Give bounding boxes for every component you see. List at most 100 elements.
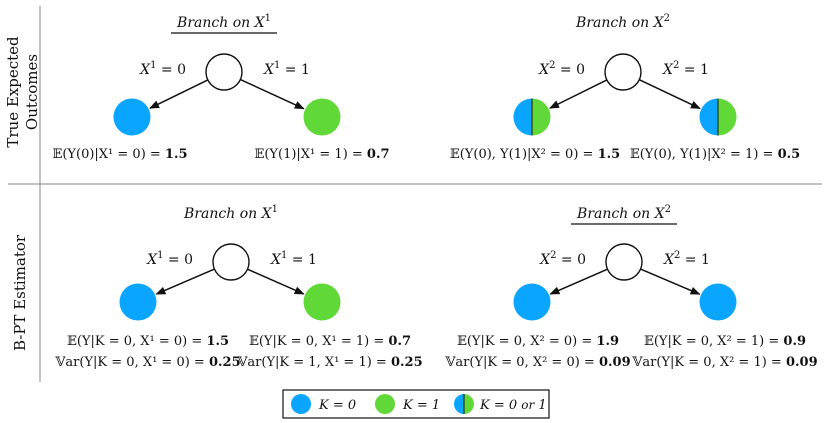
r2-t2-edge-right-label-sup: 2 bbox=[674, 250, 680, 261]
r2-t1-left-value-line: 𝔼(Y|K = 0, X¹ = 0) = 1.5 bbox=[67, 334, 229, 349]
r1-t2-edge-left-label-sup: 2 bbox=[549, 60, 555, 71]
r2-t2-edge-right-label-rest: = 1 bbox=[680, 252, 710, 268]
r1-t1-edge-right-label-rest: = 1 bbox=[280, 62, 310, 78]
r1-t2-leaf-left bbox=[513, 98, 551, 136]
r2-t2-left-value-line-expr: 𝔼(Y|K = 0, X² = 0) = bbox=[457, 334, 596, 349]
r2-t2-root-node bbox=[605, 243, 643, 281]
r1-t2-left-value-line: 𝔼(Y(0), Y(1)|X² = 0) = 1.5 bbox=[450, 147, 620, 162]
r1-t2-edge-left-label: X2 = 0 bbox=[538, 60, 585, 78]
r1-t2-leaf-left-left-half bbox=[513, 98, 532, 136]
r2-t1-edge-right bbox=[247, 268, 305, 295]
r2-t1-edge-left-label-sup: 1 bbox=[157, 250, 163, 261]
r2-t1-right-value-line-value: 0.7 bbox=[388, 334, 411, 349]
r1-t1-right-value-line-value: 0.7 bbox=[367, 147, 390, 162]
r1-t2-edge-right-label-var: X bbox=[662, 62, 674, 78]
r2-t2-edge-right-label: X2 = 1 bbox=[663, 250, 710, 268]
r2-t2-edge-left-label-rest: = 0 bbox=[556, 252, 586, 268]
r2-t1-right-var-line-expr: 𝕍ar(Y|K = 1, X¹ = 1) = bbox=[236, 355, 391, 370]
r2-t2-title-text: Branch on X bbox=[576, 206, 666, 222]
r2-t2-edge-right-label-var: X bbox=[663, 252, 675, 268]
r1-t2-leaf-right bbox=[699, 98, 737, 136]
r1-t2-edge-right-label-sup: 2 bbox=[673, 60, 679, 71]
r1-t1-edge-left-label-rest: = 0 bbox=[156, 62, 186, 78]
row-label-line2: Outcomes bbox=[23, 54, 41, 130]
r1-t1-leaf-left bbox=[113, 98, 151, 136]
r1-t2-edge-left bbox=[549, 79, 608, 109]
r2-t1-edge-left-label: X1 = 0 bbox=[146, 250, 193, 268]
r2-t1-edge-right-label-var: X bbox=[270, 252, 282, 268]
r1-t2-title-text: Branch on X bbox=[575, 15, 665, 31]
r2-t1-left-var-line: 𝕍ar(Y|K = 0, X¹ = 0) = 0.25 bbox=[54, 355, 240, 370]
r2-t1-left-value-line-expr: 𝔼(Y|K = 0, X¹ = 0) = bbox=[67, 334, 206, 349]
legend-label-k1: K = 1 bbox=[402, 398, 440, 413]
r2-t1-edge-right-label: X1 = 1 bbox=[270, 250, 317, 268]
r1-t1-title: Branch on X1 bbox=[176, 13, 271, 31]
r1-t1-right-value-line: 𝔼(Y(1)|X¹ = 1) = 0.7 bbox=[254, 147, 389, 162]
legend-label-k0: K = 0 bbox=[318, 398, 356, 413]
r2-t1-left-var-line-expr: 𝕍ar(Y|K = 0, X¹ = 0) = bbox=[54, 355, 209, 370]
r1-t2-left-value-line-expr: 𝔼(Y(0), Y(1)|X² = 0) = bbox=[450, 147, 598, 162]
r2-t2-edge-left-label: X2 = 0 bbox=[539, 250, 586, 268]
r1-t2-edge-left-label-rest: = 0 bbox=[555, 62, 585, 78]
r1-t2-leaf-right-right-half bbox=[718, 98, 737, 136]
r1-t1-leaf-right bbox=[303, 98, 341, 136]
r1-t2-edge-right-label-rest: = 1 bbox=[679, 62, 709, 78]
r2-t1-title: Branch on X1 bbox=[183, 204, 278, 222]
r1-t2-right-value-line-value: 0.5 bbox=[778, 147, 801, 162]
legend-swatch-k1 bbox=[375, 394, 395, 414]
r2-t2-left-var-line-expr: 𝕍ar(Y|K = 0, X² = 0) = bbox=[444, 355, 599, 370]
r2-t2-right-value-line-value: 0.9 bbox=[783, 334, 806, 349]
legend-swatch-k0 bbox=[291, 394, 311, 414]
r2-t2-leaf-left bbox=[513, 283, 551, 321]
r1-t1-root-node bbox=[205, 53, 243, 91]
r2-t2-edge-left-label-sup: 2 bbox=[550, 250, 556, 261]
legend-label-both-or: or bbox=[521, 398, 535, 412]
r1-t2-left-value-line-value: 1.5 bbox=[598, 147, 621, 162]
legend-box bbox=[282, 389, 550, 419]
r2-t2-edge-right bbox=[640, 268, 701, 295]
r2-t1-edge-right-label-sup: 1 bbox=[281, 250, 287, 261]
r2-t1-left-var-line-value: 0.25 bbox=[209, 355, 241, 370]
r1-t1-edge-right bbox=[240, 78, 305, 110]
r2-t2-left-value-line: 𝔼(Y|K = 0, X² = 0) = 1.9 bbox=[457, 334, 619, 349]
r1-t2-edge-right bbox=[638, 79, 701, 110]
r1-t2-title: Branch on X2 bbox=[575, 13, 670, 31]
r1-t2-edge-left-label-var: X bbox=[538, 62, 550, 78]
r2-t2-left-var-line-value: 0.09 bbox=[599, 355, 631, 370]
r2-t1-right-var-line: 𝕍ar(Y|K = 1, X¹ = 1) = 0.25 bbox=[236, 355, 422, 370]
legend-label-both-tail: 1 bbox=[534, 398, 546, 413]
legend-swatch-both-left bbox=[454, 394, 464, 414]
r1-t1-left-value-line: 𝔼(Y(0)|X¹ = 0) = 1.5 bbox=[52, 147, 187, 162]
r1-t1-edge-left bbox=[149, 79, 209, 109]
r2-t2-edge-left-label-var: X bbox=[539, 252, 551, 268]
r2-t1-edge-left-label-rest: = 0 bbox=[163, 252, 193, 268]
r2-t1-edge-right-label-rest: = 1 bbox=[287, 252, 317, 268]
r2-t2-title: Branch on X2 bbox=[576, 204, 671, 222]
r1-t1-edge-left-label: X1 = 0 bbox=[139, 60, 186, 78]
r2-t1-title-text: Branch on X bbox=[183, 206, 273, 222]
r2-t1-title-sup: 1 bbox=[272, 204, 278, 215]
r1-t2-edge-right-label: X2 = 1 bbox=[662, 60, 709, 78]
r2-t1-leaf-left bbox=[119, 283, 157, 321]
r1-t1-left-value-line-expr: 𝔼(Y(0)|X¹ = 0) = bbox=[52, 147, 164, 162]
r2-t2-left-var-line: 𝕍ar(Y|K = 0, X² = 0) = 0.09 bbox=[444, 355, 630, 370]
r2-t1-right-value-line-expr: 𝔼(Y|K = 0, X¹ = 1) = bbox=[249, 334, 388, 349]
r1-t1-left-value-line-value: 1.5 bbox=[165, 147, 188, 162]
r1-t1-edge-right-label-sup: 1 bbox=[274, 60, 280, 71]
row-label-2: B-PT Estimator bbox=[11, 234, 29, 351]
r1-t2-right-value-line: 𝔼(Y(0), Y(1)|X² = 1) = 0.5 bbox=[630, 147, 800, 162]
legend-label-both-main: K = 0 bbox=[479, 398, 521, 413]
legend-swatch-both bbox=[454, 394, 474, 414]
legend-label-both: K = 0 or 1 bbox=[479, 398, 547, 413]
r2-t2-left-value-line-value: 1.9 bbox=[596, 334, 619, 349]
r1-t1-edge-right-label: X1 = 1 bbox=[263, 60, 310, 78]
r2-t1-right-value-line: 𝔼(Y|K = 0, X¹ = 1) = 0.7 bbox=[249, 334, 411, 349]
r1-t1-title-sup: 1 bbox=[265, 13, 271, 24]
r2-t1-right-var-line-value: 0.25 bbox=[391, 355, 423, 370]
r2-t2-right-value-line: 𝔼(Y|K = 0, X² = 1) = 0.9 bbox=[644, 334, 806, 349]
r1-t1-edge-right-label-var: X bbox=[263, 62, 275, 78]
r1-t2-leaf-right-left-half bbox=[699, 98, 718, 136]
r2-t1-root-node bbox=[212, 243, 250, 281]
r2-t2-leaf-right bbox=[699, 283, 737, 321]
